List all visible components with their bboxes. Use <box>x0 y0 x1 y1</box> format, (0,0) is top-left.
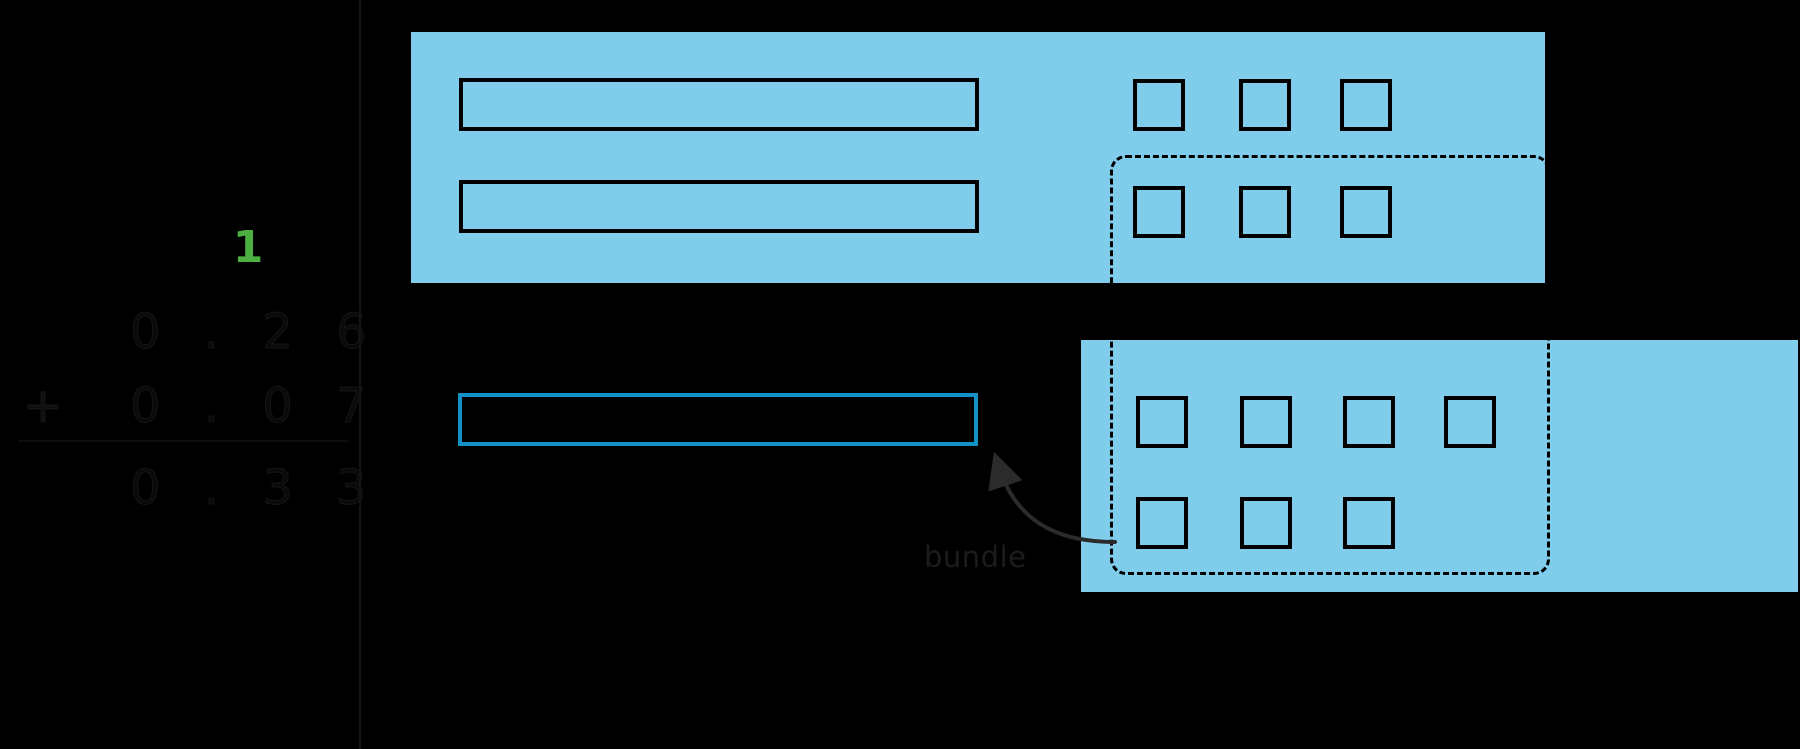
math-column-addition: 1 0 . 2 6 + 0 . 0 7 0 . 3 3 <box>0 0 367 749</box>
top-panel-square-r2c3 <box>1340 186 1392 238</box>
bottom-panel-square-r1c2 <box>1240 396 1292 448</box>
sum-divider-line <box>18 440 348 442</box>
bottom-panel-bundle-outline <box>1110 300 1550 575</box>
bottom-blue-panel <box>1081 340 1798 592</box>
top-panel-square-r1c2 <box>1239 79 1291 131</box>
top-panel-square-r1c1 <box>1133 79 1185 131</box>
bottom-panel-square-r1c3 <box>1343 396 1395 448</box>
bottom-panel-square-r1c4 <box>1444 396 1496 448</box>
addend-2-value: 0 . 0 7 <box>130 378 381 435</box>
bottom-panel-square-r2c2 <box>1240 497 1292 549</box>
plus-operator: + <box>22 378 64 435</box>
addend-1-value: 0 . 2 6 <box>130 304 381 361</box>
carry-digit: 1 <box>232 222 264 273</box>
bottom-panel-bar-highlighted <box>458 393 978 446</box>
addend-row-2: + 0 . 0 7 <box>20 374 367 438</box>
bottom-panel-square-r2c1 <box>1136 497 1188 549</box>
sum-value: 0 . 3 3 <box>130 460 381 517</box>
top-panel-square-r2c2 <box>1239 186 1291 238</box>
sum-row: 0 . 3 3 <box>20 456 367 520</box>
addend-row-1: 0 . 2 6 <box>20 300 367 364</box>
top-panel-bar-1 <box>459 78 979 131</box>
top-panel-square-r2c1 <box>1133 186 1185 238</box>
bottom-panel-square-r2c3 <box>1343 497 1395 549</box>
panel-divider <box>359 0 361 749</box>
top-panel-square-r1c3 <box>1340 79 1392 131</box>
bottom-panel-square-r1c1 <box>1136 396 1188 448</box>
bundle-label: bundle <box>924 540 1027 574</box>
top-panel-bar-2 <box>459 180 979 233</box>
